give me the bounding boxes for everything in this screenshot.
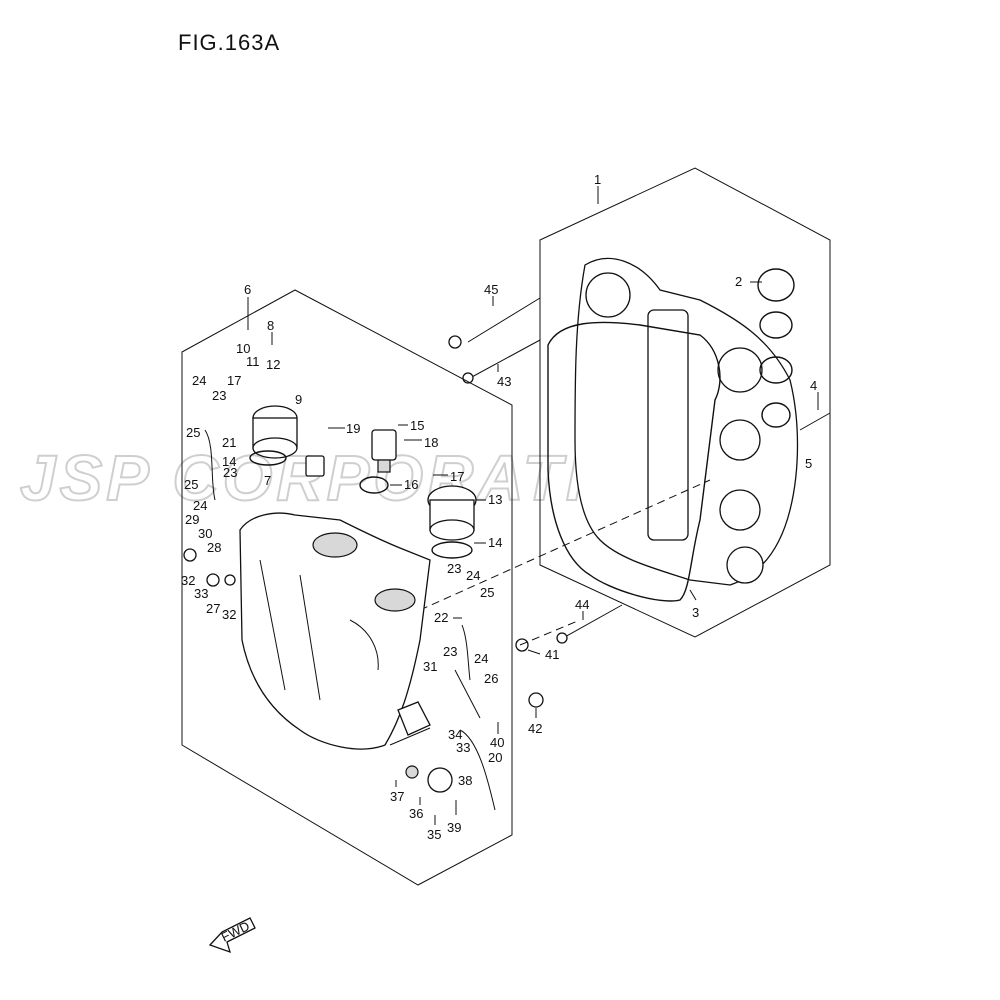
bolt-44 <box>467 297 541 343</box>
callout-labels: 1 2 3 4 5 6 7 8 9 10 11 12 13 14 14 15 1… <box>181 172 819 842</box>
linkage-assembly <box>389 669 496 811</box>
callout-label: 38 <box>458 773 472 788</box>
callout-label: 40 <box>490 735 504 750</box>
bolt-43 <box>556 604 623 644</box>
callout-label: 23 <box>223 465 237 480</box>
callout-label: 25 <box>184 477 198 492</box>
callout-label: 2 <box>735 274 742 289</box>
callout-label: 45 <box>484 282 498 297</box>
callout-label: 25 <box>480 585 494 600</box>
callout-label: 24 <box>193 498 207 513</box>
group-frame-right <box>539 167 831 638</box>
figure-title: FIG.163A <box>178 30 281 55</box>
fwd-label: FWD <box>219 918 252 944</box>
callout-label: 33 <box>456 740 470 755</box>
callout-label: 24 <box>474 651 488 666</box>
callout-label: 3 <box>692 605 699 620</box>
seal-14b <box>431 541 473 559</box>
callout-label: 39 <box>447 820 461 835</box>
callout-label: 37 <box>390 789 404 804</box>
callout-label: 18 <box>424 435 438 450</box>
washer-26 <box>206 573 220 587</box>
throttle-body-13 <box>427 485 477 541</box>
callout-label: 44 <box>575 597 589 612</box>
callout-label: 11 <box>246 354 260 369</box>
callout-label: 8 <box>267 318 274 333</box>
intake-silencer-case <box>239 512 431 750</box>
callout-label: 15 <box>410 418 424 433</box>
nut-45 <box>448 335 462 349</box>
callout-label: 43 <box>497 374 511 389</box>
nut-41 <box>528 692 544 708</box>
callout-label: 36 <box>409 806 423 821</box>
group-frame-left <box>181 289 513 886</box>
rod-22 <box>461 624 471 681</box>
callout-label: 5 <box>805 456 812 471</box>
callout-label: 6 <box>244 282 251 297</box>
callout-label: 31 <box>423 659 437 674</box>
callout-label: 24 <box>466 568 480 583</box>
callout-label: 9 <box>295 392 302 407</box>
seal-ring-gasket <box>757 268 795 428</box>
callout-label: 32 <box>222 607 236 622</box>
nut-32 <box>183 548 197 562</box>
throttle-body-9 <box>252 405 298 459</box>
callout-label: 29 <box>185 512 199 527</box>
callout-label: 21 <box>222 435 236 450</box>
callout-label: 14 <box>488 535 502 550</box>
callout-label: 14 <box>222 454 236 469</box>
callout-label: 23 <box>212 388 226 403</box>
callout-label: 12 <box>266 357 280 372</box>
callout-label: 22 <box>434 610 448 625</box>
callout-label: 10 <box>236 341 250 356</box>
bolt-40 <box>515 638 529 652</box>
callout-label: 30 <box>198 526 212 541</box>
callout-label: 24 <box>192 373 206 388</box>
seal-14a <box>249 450 287 466</box>
callout-label: 42 <box>528 721 542 736</box>
sensor-7 <box>305 455 325 477</box>
callout-label: 20 <box>488 750 502 765</box>
bolt-4 <box>799 412 831 431</box>
callout-label: 33 <box>194 586 208 601</box>
callout-label: 32 <box>181 573 195 588</box>
cylinder-cover-part <box>574 257 799 586</box>
callout-label: 27 <box>206 601 220 616</box>
callout-label: 4 <box>810 378 817 393</box>
o-ring-16 <box>359 476 389 494</box>
callout-label: 19 <box>346 421 360 436</box>
valve-15 <box>371 429 397 473</box>
washer-31 <box>224 574 236 586</box>
callout-label: 34 <box>448 727 462 742</box>
callout-label: 41 <box>545 647 559 662</box>
callout-label: 7 <box>264 473 271 488</box>
callout-label: 23 <box>443 644 457 659</box>
callout-label: 1 <box>594 172 601 187</box>
callout-label: 17 <box>450 469 464 484</box>
cover-gasket <box>547 321 721 602</box>
rod-21 <box>204 429 216 501</box>
callout-label: 13 <box>488 492 502 507</box>
callout-label: 28 <box>207 540 221 555</box>
callout-label: 25 <box>186 425 200 440</box>
callout-label: 23 <box>447 561 461 576</box>
callout-label: 16 <box>404 477 418 492</box>
callout-label: 26 <box>484 671 498 686</box>
forward-arrow-icon: FWD <box>208 917 256 954</box>
callout-label: 17 <box>227 373 241 388</box>
callout-label: 35 <box>427 827 441 842</box>
